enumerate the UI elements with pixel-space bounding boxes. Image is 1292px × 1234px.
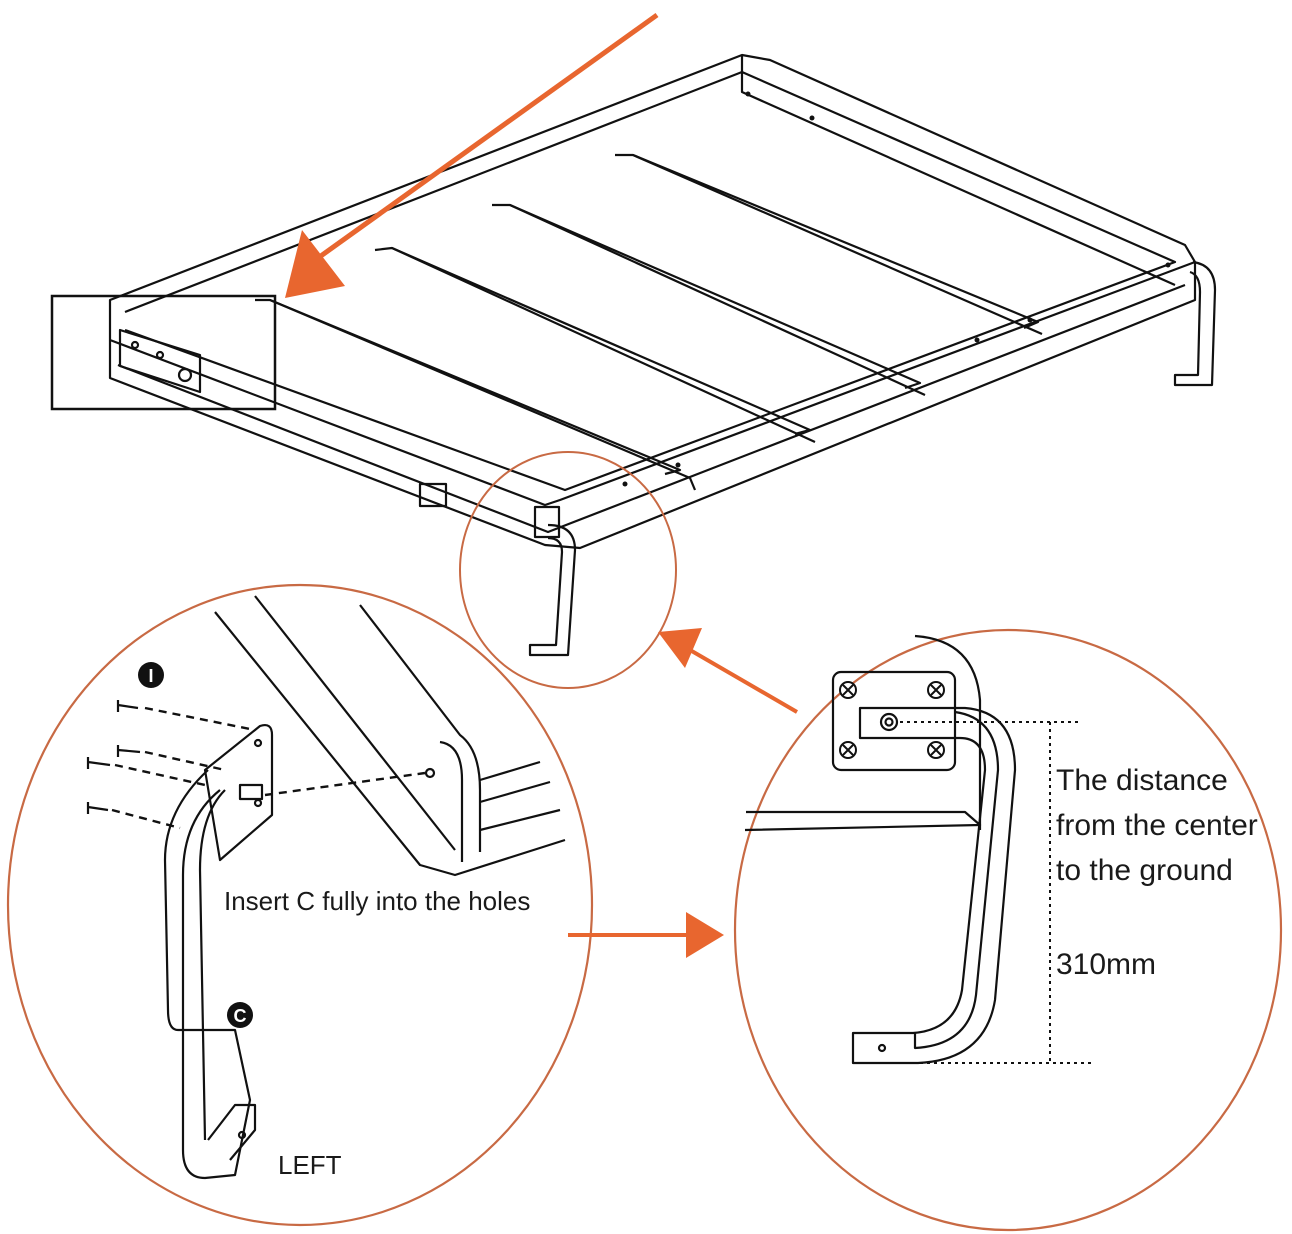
detail-frame-rail-edge — [439, 740, 464, 862]
pointer-arrow-shaft — [316, 12, 659, 261]
alignment-line — [114, 763, 206, 787]
slat-3 — [492, 203, 922, 390]
screw-1 — [116, 700, 139, 712]
head-corner-bracket — [118, 328, 202, 394]
plate-pin — [238, 783, 264, 801]
plate-hole — [253, 798, 263, 808]
leg-c-outline — [163, 769, 252, 1180]
right-leg-outline — [851, 706, 1017, 1065]
bed-frame-inner-rim — [124, 70, 1177, 492]
bed-frame-outer-rail — [108, 53, 1197, 507]
right-leg-pivot-core — [884, 717, 894, 727]
detail-rail — [744, 810, 982, 832]
screw-2 — [116, 745, 141, 757]
near-leg-highlight-circle — [459, 451, 677, 689]
pointer-arrow — [285, 12, 659, 298]
right-mounting-plate — [831, 670, 957, 772]
frame-rivets — [622, 91, 1171, 487]
bracket-hole — [155, 350, 165, 360]
back-reference-arrow-head — [658, 628, 702, 668]
rivet — [675, 462, 681, 468]
detail-frame-rail-inner — [254, 595, 456, 851]
distance-label-line-1: The distance — [1056, 764, 1228, 797]
rivet — [1027, 317, 1033, 323]
plate-screw-cross — [842, 744, 854, 756]
detail-frame-hole — [424, 767, 436, 779]
leg-marker-circle — [227, 1002, 253, 1028]
detail-frame-ledge — [479, 760, 561, 832]
alignment-line — [144, 706, 256, 732]
rivet — [809, 115, 815, 121]
highlight-box — [50, 294, 277, 411]
bracket-hole — [130, 340, 140, 350]
distance-label-line-2: from the center — [1056, 809, 1258, 842]
screw-marker-text: I — [148, 666, 153, 686]
leg-marker-text: C — [234, 1006, 247, 1026]
insert-instruction-label: Insert C fully into the holes — [224, 886, 530, 916]
slat-4 — [615, 153, 1040, 330]
alignment-line — [144, 750, 226, 772]
bed-frame-head-rail — [740, 55, 1176, 287]
right-detail-circle — [733, 628, 1283, 1232]
screw-marker-badge: I — [138, 662, 164, 688]
far-leg — [1173, 260, 1217, 387]
front-rail-block — [418, 482, 448, 508]
alignment-line — [111, 808, 181, 830]
leg-c-foot — [207, 1103, 257, 1161]
left-detail-drawing — [86, 595, 566, 1180]
right-leg-pivot — [879, 712, 899, 732]
leg-marker-badge: C — [227, 1002, 253, 1028]
mounting-plate — [203, 723, 274, 862]
plate-screw-cross — [842, 684, 854, 696]
near-leg — [528, 523, 577, 657]
leg-c-inner — [198, 789, 226, 1141]
right-detail-drawing — [744, 634, 1017, 1065]
slat-2-top — [391, 247, 816, 443]
detail-frame-rail-outer — [214, 611, 566, 877]
alignment-lines — [111, 706, 426, 830]
rivet — [974, 337, 980, 343]
bracket-bolt — [177, 367, 193, 383]
screw-4 — [86, 802, 109, 814]
slat-1 — [255, 298, 682, 476]
plate-screw-cross — [930, 744, 942, 756]
detail-transition-arrow-head — [686, 912, 724, 958]
distance-label-line-3: to the ground — [1056, 854, 1233, 887]
alignment-line — [264, 771, 426, 797]
rivet — [1165, 262, 1171, 268]
slat-1-top — [269, 298, 697, 491]
rivet — [622, 481, 628, 487]
back-reference-arrow — [658, 628, 799, 714]
left-detail-circle — [6, 583, 594, 1227]
back-reference-arrow-shaft — [688, 648, 799, 714]
slat-3-top — [509, 203, 926, 397]
distance-value: 310mm — [1056, 948, 1156, 981]
bed-frame-front-rail — [108, 262, 1197, 550]
leg-c-foot-hole — [237, 1130, 247, 1140]
slat-4-top — [632, 153, 1043, 336]
pointer-arrow-head — [285, 230, 345, 298]
bed-frame-front-rail-inner — [117, 283, 1186, 534]
detail-transition-arrow — [568, 912, 724, 958]
dimension-lines — [900, 721, 1095, 1064]
bed-frame — [108, 53, 1217, 657]
slat-2 — [374, 246, 812, 436]
plate-hole — [253, 738, 263, 748]
screw-marker-circle — [138, 662, 164, 688]
side-label: LEFT — [278, 1150, 342, 1180]
right-plate-screws — [839, 681, 945, 759]
detail-frame-rail-top — [359, 604, 482, 852]
right-leg-foot-hole — [877, 1043, 887, 1053]
near-corner-plate — [533, 505, 561, 539]
rivet — [745, 91, 751, 97]
detail-frame-arc — [914, 634, 982, 830]
plate-screw-cross — [930, 684, 942, 696]
screw-3 — [86, 757, 111, 769]
